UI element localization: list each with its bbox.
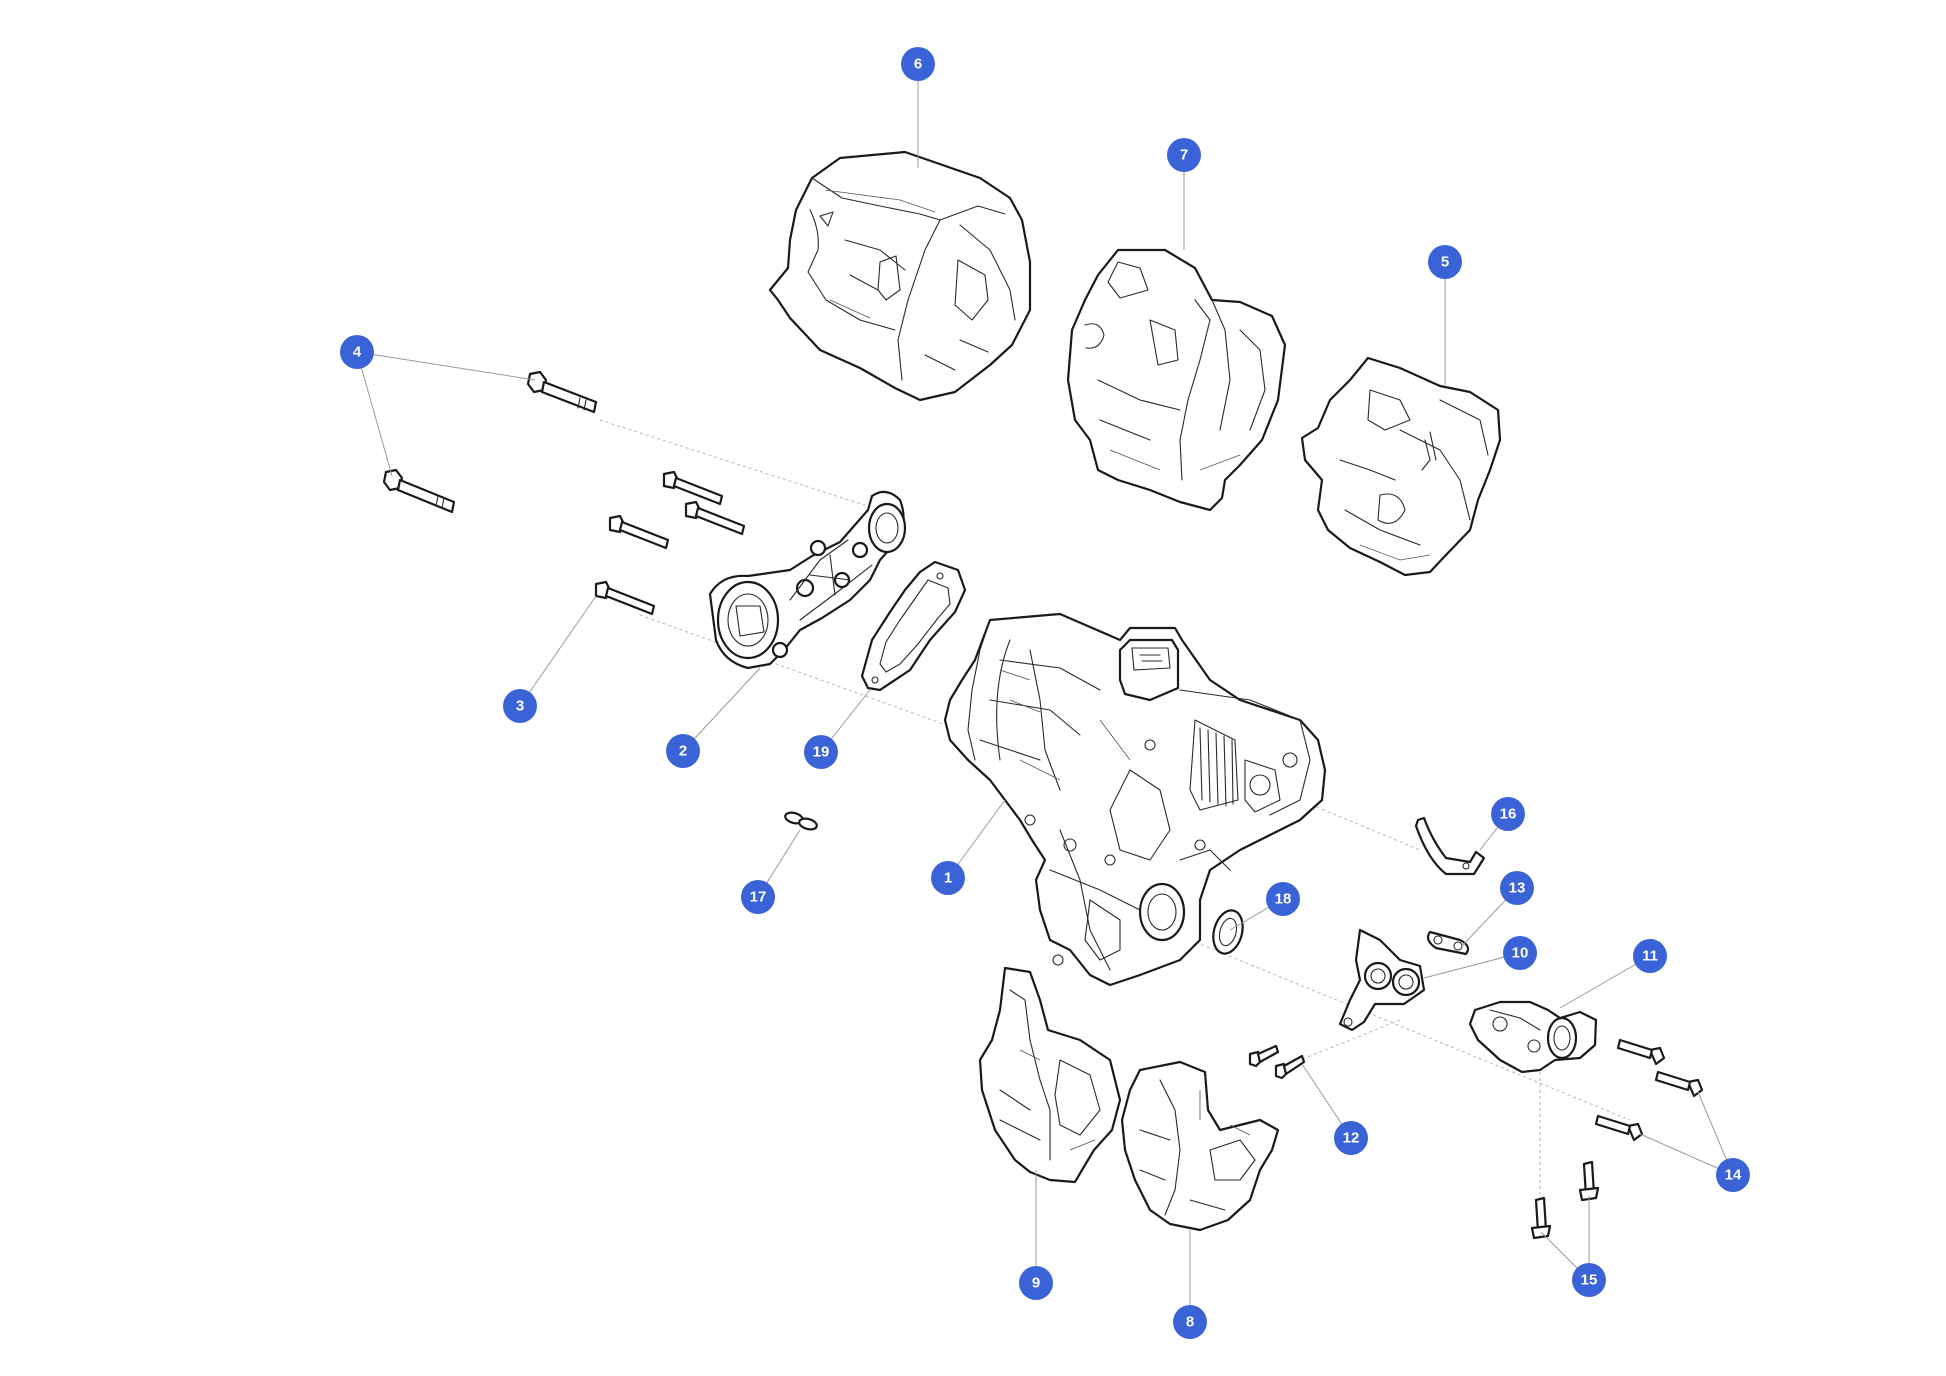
callout-12[interactable]: 12: [1334, 1121, 1368, 1155]
callout-19[interactable]: 19: [804, 735, 838, 769]
svg-text:11: 11: [1642, 948, 1658, 965]
svg-text:9: 9: [1032, 1275, 1040, 1292]
callout-9[interactable]: 9: [1019, 1266, 1053, 1300]
part-4-long-bolts: [382, 370, 598, 514]
callout-5[interactable]: 5: [1428, 245, 1462, 279]
callout-2[interactable]: 2: [666, 734, 700, 768]
part-19-gasket: [860, 560, 967, 692]
part-15-bolts: [1530, 1160, 1600, 1240]
part-3-mount-bolts: [594, 470, 746, 616]
svg-text:15: 15: [1581, 1272, 1598, 1289]
callout-3[interactable]: 3: [503, 689, 537, 723]
part-6-upper-acoustic-cover: [768, 150, 1032, 402]
part-5-right-acoustic-cover: [1300, 356, 1502, 577]
svg-text:17: 17: [750, 889, 767, 906]
assembly-axis-lines: [599, 419, 1631, 1200]
callout-13[interactable]: 13: [1500, 871, 1534, 905]
part-11-bushing-mount: [1468, 1000, 1598, 1074]
callout-7[interactable]: 7: [1167, 138, 1201, 172]
svg-text:1: 1: [944, 870, 952, 887]
callout-10[interactable]: 10: [1503, 936, 1537, 970]
bolt-4a: [526, 370, 598, 414]
callout-18[interactable]: 18: [1266, 882, 1300, 916]
svg-text:3: 3: [516, 698, 524, 715]
svg-text:6: 6: [914, 56, 922, 73]
part-12-bolts: [1248, 1044, 1306, 1080]
part-14-bolts: [1594, 1038, 1704, 1142]
part-2-mount-bracket: [708, 490, 907, 670]
part-8-lower-right-shield: [1120, 1060, 1280, 1232]
part-17-o-rings: [784, 811, 818, 831]
part-9-lower-left-shield: [978, 966, 1122, 1184]
bolt-4b: [382, 468, 456, 514]
svg-text:2: 2: [679, 743, 687, 760]
svg-text:14: 14: [1725, 1167, 1742, 1184]
svg-text:8: 8: [1186, 1314, 1194, 1331]
callout-badges: 1 2 3 4 5 6 7 8 9 10 11 12 13 14 15 16 1…: [340, 47, 1750, 1339]
callout-6[interactable]: 6: [901, 47, 935, 81]
part-18-seal-ring: [1212, 909, 1244, 955]
callout-15[interactable]: 15: [1572, 1263, 1606, 1297]
svg-text:19: 19: [813, 744, 830, 761]
callout-16[interactable]: 16: [1491, 797, 1525, 831]
svg-text:4: 4: [353, 344, 362, 361]
part-13-link: [1426, 930, 1470, 956]
svg-text:7: 7: [1180, 147, 1188, 164]
svg-text:16: 16: [1500, 806, 1517, 823]
svg-text:12: 12: [1343, 1130, 1360, 1147]
part-1-main-housing: [943, 612, 1327, 987]
svg-text:13: 13: [1509, 880, 1526, 897]
callout-4[interactable]: 4: [340, 335, 374, 369]
callout-17[interactable]: 17: [741, 880, 775, 914]
callout-1[interactable]: 1: [931, 861, 965, 895]
callout-8[interactable]: 8: [1173, 1305, 1207, 1339]
svg-text:5: 5: [1441, 254, 1449, 271]
callout-14[interactable]: 14: [1716, 1158, 1750, 1192]
callout-11[interactable]: 11: [1633, 939, 1667, 973]
part-16-clip-bracket: [1414, 816, 1486, 876]
svg-text:18: 18: [1275, 891, 1292, 908]
svg-text:10: 10: [1512, 945, 1529, 962]
part-10-rear-mount: [1338, 928, 1426, 1032]
part-7-middle-acoustic-cover: [1066, 248, 1287, 512]
